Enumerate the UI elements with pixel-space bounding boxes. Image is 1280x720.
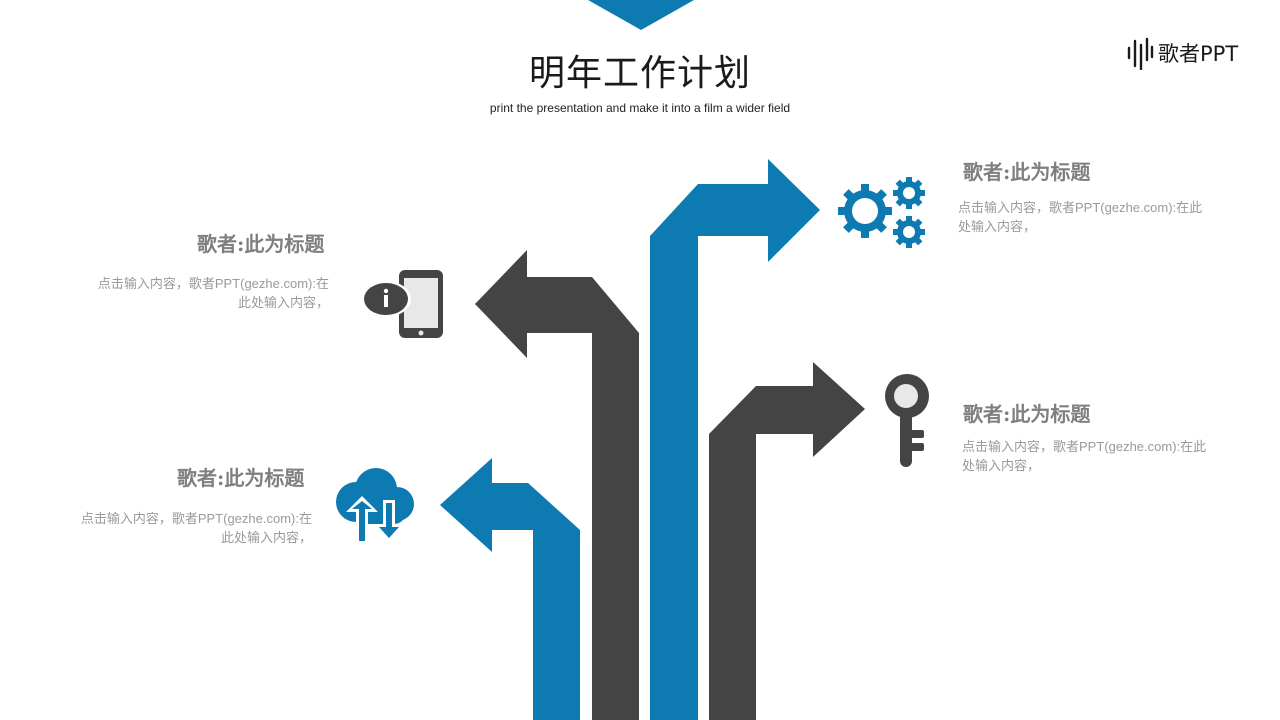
brand-logo: 歌者PPT xyxy=(1126,36,1238,70)
waveform-logo-icon xyxy=(1127,37,1154,70)
arrow-dark-upper-left xyxy=(475,250,639,720)
body-lower-left-line2: 此处输入内容， xyxy=(220,530,312,545)
body-upper-left-line2: 此处输入内容， xyxy=(237,295,329,310)
body-lower-left: 点击输入内容，歌者PPT(gezhe.com):在 此处输入内容， xyxy=(81,509,312,547)
body-upper-right: 点击输入内容，歌者PPT(gezhe.com):在此 处输入内容， xyxy=(958,198,1202,236)
body-lower-left-line1: 点击输入内容，歌者PPT(gezhe.com):在 xyxy=(80,511,312,526)
phone-info-icon xyxy=(361,270,443,338)
body-upper-right-line2: 处输入内容， xyxy=(958,219,1037,234)
heading-upper-left: 歌者:此为标题 xyxy=(197,232,325,256)
brand-name: 歌者PPT xyxy=(1158,42,1239,66)
body-upper-right-line1: 点击输入内容，歌者PPT(gezhe.com):在此 xyxy=(958,200,1203,215)
heading-lower-left: 歌者:此为标题 xyxy=(177,466,305,490)
body-lower-right: 点击输入内容，歌者PPT(gezhe.com):在此 处输入内容， xyxy=(962,437,1206,475)
body-lower-right-line2: 处输入内容， xyxy=(962,458,1041,473)
gears-icon xyxy=(838,177,925,248)
page-title: 明年工作计划 xyxy=(528,53,751,94)
body-lower-right-line1: 点击输入内容，歌者PPT(gezhe.com):在此 xyxy=(962,439,1207,454)
body-upper-left: 点击输入内容，歌者PPT(gezhe.com):在 此处输入内容， xyxy=(98,274,329,312)
key-icon xyxy=(885,374,929,467)
arrow-dark-lower-right xyxy=(709,362,865,720)
arrow-blue-upper-right xyxy=(650,159,820,720)
cloud-sync-icon xyxy=(336,468,414,544)
top-chevron xyxy=(588,0,694,30)
heading-upper-right: 歌者:此为标题 xyxy=(963,160,1091,184)
heading-lower-right: 歌者:此为标题 xyxy=(963,402,1091,426)
arrow-blue-lower-left xyxy=(440,458,580,720)
body-upper-left-line1: 点击输入内容，歌者PPT(gezhe.com):在 xyxy=(97,276,329,291)
page-subtitle: print the presentation and make it into … xyxy=(489,101,791,115)
